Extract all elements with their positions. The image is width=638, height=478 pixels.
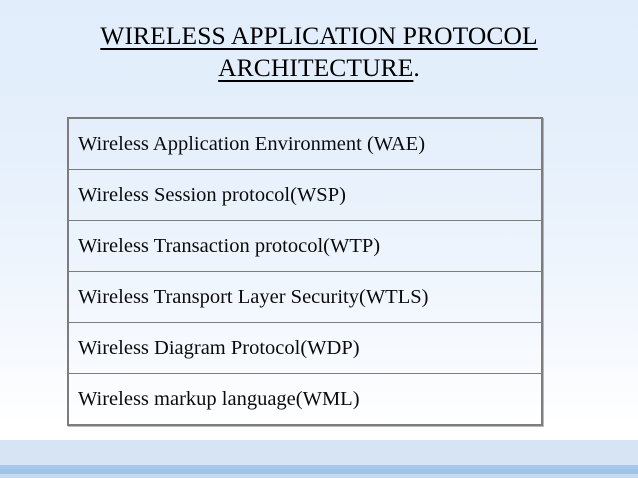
wap-protocol-stack-table: Wireless Application Environment (WAE) W… <box>67 117 543 426</box>
layer-cell-wdp: Wireless Diagram Protocol(WDP) <box>67 322 543 374</box>
layer-cell-wtp: Wireless Transaction protocol(WTP) <box>67 220 543 272</box>
page-title-line-2-wrapper: ARCHITECTURE. <box>0 52 638 84</box>
footer-band-mid <box>0 465 638 469</box>
footer-band-soft <box>0 474 638 478</box>
page-title-line-2: ARCHITECTURE <box>218 53 414 82</box>
page-title-line-1: WIRELESS APPLICATION PROTOCOL <box>100 21 538 50</box>
table-row: Wireless Application Environment (WAE) <box>67 117 543 170</box>
footer-band-accent <box>0 469 638 474</box>
layer-cell-wae: Wireless Application Environment (WAE) <box>67 117 543 170</box>
layer-cell-wsp: Wireless Session protocol(WSP) <box>67 169 543 221</box>
page-title-period: . <box>413 53 420 82</box>
footer-band-pale <box>0 440 638 465</box>
table-row: Wireless Transport Layer Security(WTLS) <box>67 271 543 323</box>
table-row: Wireless Transaction protocol(WTP) <box>67 220 543 272</box>
table-body: Wireless Application Environment (WAE) W… <box>67 117 543 426</box>
table-row: Wireless Session protocol(WSP) <box>67 169 543 221</box>
table-row: Wireless markup language(WML) <box>67 373 543 426</box>
table-row: Wireless Diagram Protocol(WDP) <box>67 322 543 374</box>
layer-cell-wtls: Wireless Transport Layer Security(WTLS) <box>67 271 543 323</box>
page-title: WIRELESS APPLICATION PROTOCOL ARCHITECTU… <box>0 20 638 84</box>
layer-cell-wml: Wireless markup language(WML) <box>67 373 543 426</box>
